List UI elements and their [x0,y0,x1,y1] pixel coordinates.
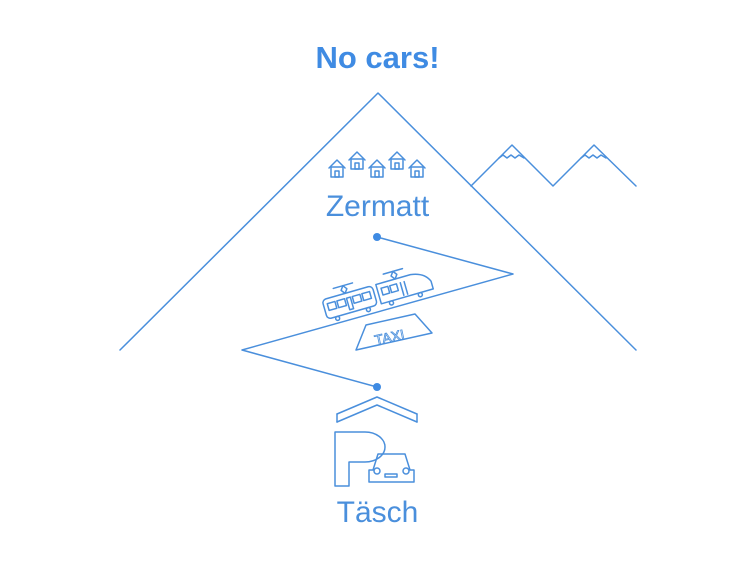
snow-cap-1 [498,154,525,159]
tasch-label: Täsch [336,496,419,529]
houses-icon [328,151,426,178]
taxi-label: TAXI [373,326,406,348]
main-mountain [119,92,637,351]
train-icon [322,267,435,322]
taxi-sign-icon [355,313,433,351]
small-peaks [470,144,637,187]
snow-cap-2 [580,154,607,159]
route-point-zermatt [373,233,381,241]
parking-car-icon [334,396,418,487]
route-line [241,236,514,388]
route-point-tasch [373,383,381,391]
zermatt-label: Zermatt [325,190,430,223]
diagram-title: No cars! [315,40,440,75]
